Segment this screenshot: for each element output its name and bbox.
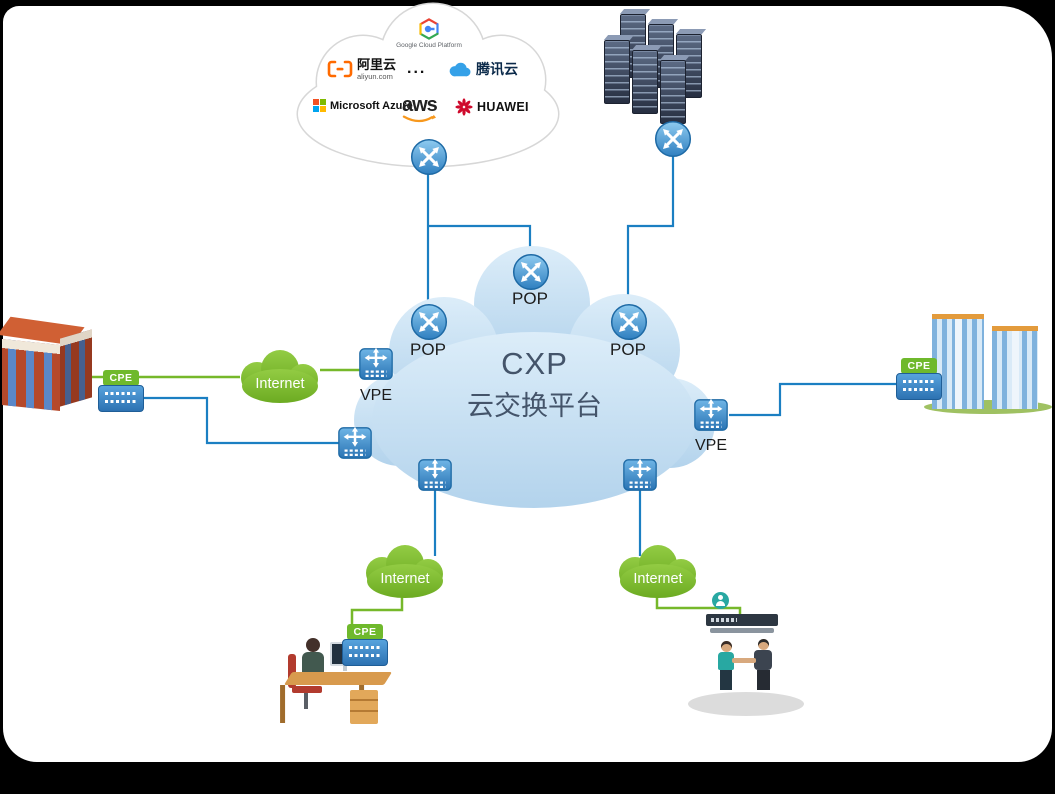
pop-left-router-icon bbox=[410, 303, 448, 341]
google-cloud-icon bbox=[419, 18, 439, 40]
internet-label: Internet bbox=[633, 571, 683, 587]
partner-meeting bbox=[682, 590, 812, 725]
white-cloud-shape bbox=[296, 2, 560, 168]
link-cpeleft-switch bbox=[140, 396, 340, 445]
google-cloud-logo: Google Cloud Platform bbox=[383, 18, 475, 49]
tencent-cloud-logo: 腾讯云 bbox=[446, 59, 518, 79]
alibaba-cloud-name: 阿里云 bbox=[357, 57, 397, 72]
alibaba-cloud-logo: 阿里云 aliyun.com bbox=[327, 58, 396, 81]
pop-left-label: POP bbox=[410, 340, 446, 359]
link-vperight-cperight bbox=[729, 382, 900, 417]
cxp-title-line2: 云交换平台 bbox=[467, 391, 602, 421]
public-cloud-providers: Google Cloud Platform 阿里云 aliyun.com ... bbox=[283, 2, 573, 174]
cpe-desk: CPE bbox=[342, 622, 388, 666]
desk-drawer bbox=[350, 690, 378, 724]
vpe-right-switch-icon bbox=[692, 396, 730, 434]
internet-cloud-icon bbox=[355, 541, 455, 601]
cpe-left: CPE bbox=[98, 368, 144, 412]
link-internetbl-deskcpe bbox=[350, 588, 404, 630]
internet-cloud-left: Internet bbox=[230, 346, 330, 406]
edge-switch-bottom-left-icon bbox=[416, 456, 454, 494]
edge-switch-bottom-right-icon bbox=[621, 456, 659, 494]
alibaba-cloud-icon bbox=[327, 61, 353, 78]
tencent-cloud-name: 腾讯云 bbox=[476, 61, 518, 77]
handshake bbox=[732, 658, 756, 663]
office-building-left bbox=[0, 316, 100, 420]
microsoft-azure-logo: Microsoft Azure bbox=[313, 99, 413, 112]
vpe-left-switch-icon bbox=[357, 345, 395, 383]
user-avatar-icon bbox=[712, 592, 729, 609]
vpe-right-label: VPE bbox=[694, 437, 727, 454]
cxp-cloud-shape bbox=[354, 246, 715, 508]
cpe-device-icon bbox=[896, 373, 942, 400]
pop-right-label: POP bbox=[610, 340, 646, 359]
internet-label: Internet bbox=[380, 571, 430, 587]
aws-logo: aws bbox=[402, 94, 438, 125]
tencent-cloud-icon bbox=[449, 62, 471, 76]
person-right bbox=[754, 639, 772, 690]
cxp-title-line1: CXP bbox=[501, 346, 568, 381]
seated-person bbox=[302, 638, 324, 676]
cpe-right: CPE bbox=[896, 356, 942, 400]
cxp-title: CXP 云交换平台 bbox=[352, 346, 717, 423]
internet-cloud-icon bbox=[230, 346, 330, 406]
datacenter-router-icon bbox=[654, 120, 692, 158]
aws-wordmark: aws bbox=[402, 94, 438, 116]
edge-device bbox=[706, 614, 778, 633]
microsoft-window-icon bbox=[313, 99, 326, 112]
internet-cloud-bottom-right: Internet bbox=[608, 541, 708, 601]
huawei-logo: HUAWEI bbox=[455, 98, 529, 116]
huawei-flower-icon bbox=[455, 98, 473, 116]
cpe-device-icon bbox=[98, 385, 144, 412]
internet-label: Internet bbox=[255, 376, 305, 392]
pop-top-label: POP bbox=[512, 289, 548, 308]
link-datacenter-popright bbox=[626, 148, 675, 312]
more-providers-ellipsis: ... bbox=[407, 60, 427, 77]
pop-right-router-icon bbox=[610, 303, 648, 341]
google-cloud-label: Google Cloud Platform bbox=[396, 42, 462, 49]
desk bbox=[283, 672, 393, 685]
server-rack bbox=[604, 40, 630, 104]
pop-top-router-icon bbox=[512, 253, 550, 291]
internet-cloud-bottom-left: Internet bbox=[355, 541, 455, 601]
alibaba-cloud-domain: aliyun.com bbox=[357, 71, 393, 81]
edge-switch-left-lower-icon bbox=[336, 424, 374, 462]
office-chair bbox=[288, 654, 322, 709]
huawei-name: HUAWEI bbox=[477, 100, 529, 114]
person-left bbox=[718, 641, 734, 690]
server-rack bbox=[660, 60, 686, 124]
microsoft-azure-name: Microsoft Azure bbox=[330, 99, 413, 112]
building-side-face bbox=[60, 329, 92, 407]
cloud-edge-router-icon bbox=[410, 138, 448, 176]
vpe-left-label: VPE bbox=[359, 387, 392, 404]
skyscraper bbox=[992, 326, 1038, 409]
cpe-device-icon bbox=[342, 639, 388, 666]
cxp-platform-cloud: CXP 云交换平台 bbox=[352, 240, 717, 515]
cpe-badge: CPE bbox=[901, 358, 937, 374]
scene-base bbox=[688, 692, 804, 716]
building-front-face bbox=[2, 338, 60, 412]
blue-links bbox=[140, 148, 900, 556]
server-rack bbox=[632, 50, 658, 114]
data-center bbox=[598, 14, 730, 136]
alibaba-cloud-text: 阿里云 aliyun.com bbox=[357, 58, 396, 81]
internet-cloud-icon bbox=[608, 541, 708, 601]
aws-smile-icon bbox=[403, 114, 437, 123]
cpe-badge: CPE bbox=[103, 370, 139, 386]
cpe-badge: CPE bbox=[347, 624, 383, 640]
